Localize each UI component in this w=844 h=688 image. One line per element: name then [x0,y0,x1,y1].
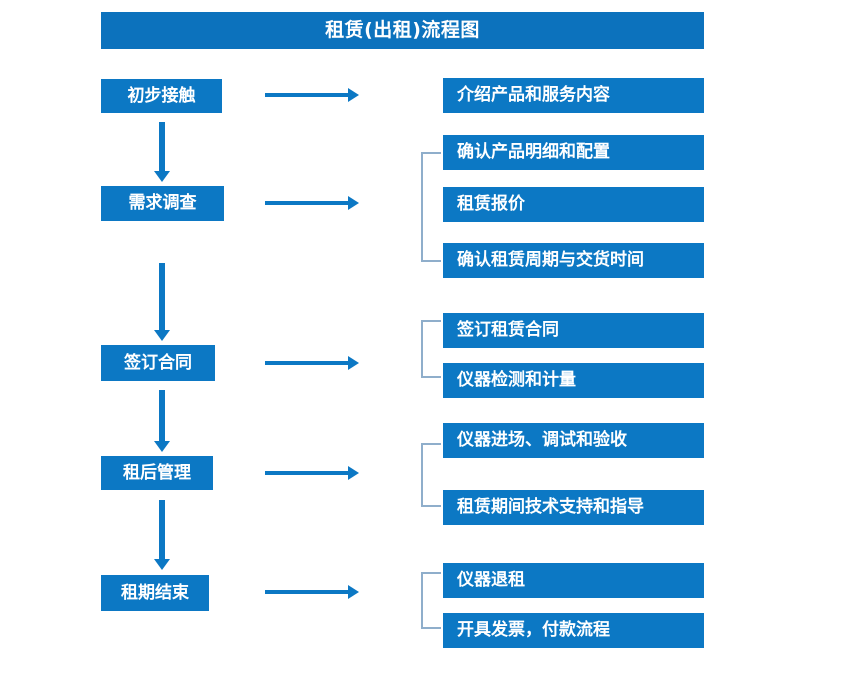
bracket-arm-bottom [421,376,441,378]
detail-label-3: 租赁报价 [457,194,525,214]
arrow-shaft [265,590,348,594]
detail-box-8[interactable]: 租赁期间技术支持和指导 [443,490,704,525]
arrow-shaft [159,263,165,330]
arrow-head [154,441,170,452]
stage-box-4[interactable]: 租后管理 [101,456,213,490]
horizontal-arrow-1 [265,88,359,102]
bracket-spine [421,320,423,378]
arrow-head [348,466,359,480]
detail-label-10: 开具发票，付款流程 [457,620,610,640]
stage-label-5: 租期结束 [121,582,189,603]
arrow-head [348,196,359,210]
stage-label-4: 租后管理 [123,462,191,483]
group-bracket-2 [421,320,441,378]
stage-box-1[interactable]: 初步接触 [101,79,222,113]
detail-box-6[interactable]: 仪器检测和计量 [443,363,704,398]
arrow-head [154,330,170,341]
arrow-head [348,356,359,370]
detail-box-5[interactable]: 签订租赁合同 [443,313,704,348]
diagram-title-bar: 租赁(出租)流程图 [101,12,704,49]
arrow-shaft [265,201,348,205]
detail-label-4: 确认租赁周期与交货时间 [457,250,644,270]
arrow-shaft [159,500,165,559]
horizontal-arrow-4 [265,466,359,480]
bracket-arm-top [421,320,441,322]
diagram-title: 租赁(出租)流程图 [325,19,480,41]
detail-box-10[interactable]: 开具发票，付款流程 [443,613,704,648]
detail-label-9: 仪器退租 [457,570,525,590]
detail-label-2: 确认产品明细和配置 [457,142,610,162]
stage-label-1: 初步接触 [127,85,196,106]
stage-box-5[interactable]: 租期结束 [101,575,209,611]
stage-box-2[interactable]: 需求调查 [101,186,224,221]
bracket-spine [421,152,423,262]
arrow-shaft [265,93,348,97]
arrow-head [154,171,170,182]
detail-label-6: 仪器检测和计量 [457,370,576,390]
arrow-shaft [265,471,348,475]
horizontal-arrow-5 [265,585,359,599]
detail-label-7: 仪器进场、调试和验收 [457,430,627,450]
arrow-head [154,559,170,570]
group-bracket-1 [421,152,441,262]
detail-box-3[interactable]: 租赁报价 [443,187,704,222]
vertical-arrow-3 [154,390,170,452]
stage-label-2: 需求调查 [128,193,197,213]
detail-label-8: 租赁期间技术支持和指导 [457,497,644,517]
bracket-spine [421,443,423,507]
vertical-arrow-1 [154,122,170,182]
arrow-shaft [265,361,348,365]
arrow-head [348,88,359,102]
detail-label-1: 介绍产品和服务内容 [457,85,610,105]
group-bracket-3 [421,443,441,507]
horizontal-arrow-2 [265,196,359,210]
bracket-arm-bottom [421,627,441,629]
detail-box-7[interactable]: 仪器进场、调试和验收 [443,423,704,458]
horizontal-arrow-3 [265,356,359,370]
group-bracket-4 [421,572,441,629]
detail-box-2[interactable]: 确认产品明细和配置 [443,135,704,170]
bracket-arm-bottom [421,505,441,507]
vertical-arrow-2 [154,263,170,341]
arrow-head [348,585,359,599]
detail-box-9[interactable]: 仪器退租 [443,563,704,598]
arrow-shaft [159,122,165,171]
bracket-arm-top [421,152,441,154]
stage-label-3: 签订合同 [124,352,192,373]
detail-box-4[interactable]: 确认租赁周期与交货时间 [443,243,704,278]
stage-box-3[interactable]: 签订合同 [101,345,215,381]
bracket-arm-bottom [421,260,441,262]
bracket-arm-top [421,572,441,574]
bracket-spine [421,572,423,629]
vertical-arrow-4 [154,500,170,570]
arrow-shaft [159,390,165,441]
bracket-arm-top [421,443,441,445]
detail-box-1[interactable]: 介绍产品和服务内容 [443,78,704,113]
detail-label-5: 签订租赁合同 [457,320,559,340]
